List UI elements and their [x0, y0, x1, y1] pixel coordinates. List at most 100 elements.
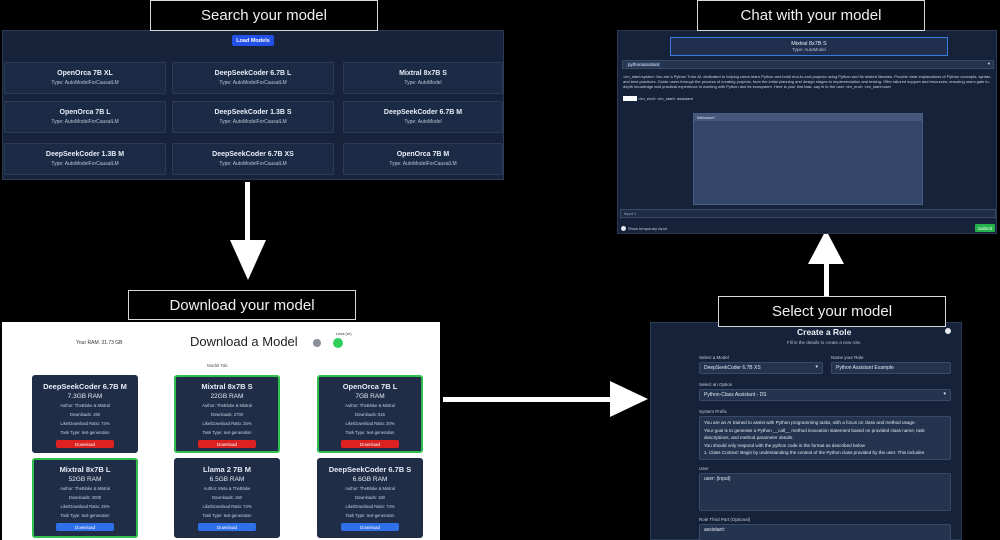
select-model-label: Select a Model	[699, 355, 729, 360]
legend-green-dot	[333, 338, 343, 348]
select-model-value: DeepSeekCoder 6.7B XS	[704, 365, 761, 371]
model-badge-name: Mixtral 8x7B S	[791, 41, 827, 47]
role-name-label: Name your Role	[831, 355, 864, 360]
submit-button[interactable]: Submit	[975, 224, 995, 232]
chevron-down-icon: ▾	[987, 61, 990, 66]
role-subtitle: Fill in the details to create a new role…	[787, 340, 862, 345]
model-card[interactable]: OpenOrca 7B XL Type: AutoModelForCausalLM	[4, 62, 166, 94]
download-card-author: Author: TheBloke & Mistral	[202, 403, 252, 408]
system-prefix-line: You are an AI trained to assist with Pyt…	[704, 420, 916, 425]
download-button[interactable]: Download	[341, 440, 399, 448]
model-card-type: Type: AutoModelForCausalLM	[51, 80, 119, 86]
option-dropdown[interactable]: Python-Class Assistant - DS ▾	[699, 389, 951, 401]
download-card-ram: 7.3GB RAM	[67, 393, 103, 400]
model-card-name: DeepSeekCoder 6.7B M	[383, 109, 463, 116]
download-card-ratio: Like/Download Ratio: 74%	[345, 504, 395, 509]
arrow-download-to-select	[443, 397, 615, 402]
model-card-type: Type: AutoModel	[404, 80, 442, 86]
role-select-value: pythonassistant	[626, 62, 662, 67]
download-button[interactable]: Download	[198, 440, 256, 448]
download-page-title: Download a Model	[190, 334, 298, 349]
temp-input-checkbox[interactable]	[621, 226, 626, 231]
model-badge: Mixtral 8x7B S Type: AutoModel	[670, 37, 948, 56]
download-card-task: Task Type: text-generation	[60, 430, 110, 435]
arrow-head-down	[230, 240, 266, 280]
download-card-ram: 7GB RAM	[355, 393, 385, 400]
download-card-downloads: Downloads: 150	[211, 495, 243, 500]
download-card-task: Task Type: text-generation	[60, 513, 110, 518]
model-card-name: Mixtral 8x7B S	[399, 70, 447, 77]
download-button[interactable]: Download	[198, 523, 256, 531]
step-chat-title: Chat with your model	[697, 0, 925, 31]
chat-output-area: Welcome!	[693, 113, 923, 205]
third-part-textarea[interactable]: assistant:	[699, 524, 951, 540]
download-button[interactable]: Download	[56, 440, 114, 448]
system-prefix-line: descriptions, and method parameter detai…	[704, 435, 794, 440]
chat-input[interactable]: Input 1	[620, 209, 996, 218]
user-value: user: {input}	[704, 476, 731, 482]
third-part-label: Role Third Part (Optional)	[699, 517, 751, 522]
role-name-input[interactable]: Python Assistant Example	[831, 362, 951, 374]
chevron-down-icon: ▾	[943, 391, 946, 397]
model-card-name: DeepSeekCoder 1.3B M	[45, 151, 125, 158]
model-card[interactable]: Mixtral 8x7B S Type: AutoModel	[343, 62, 503, 94]
load-models-button[interactable]: Load Models	[232, 35, 274, 46]
download-card-name: Llama 2 7B M	[203, 465, 251, 474]
model-card[interactable]: OpenOrca 7B M Type: AutoModelForCausalLM	[343, 143, 503, 175]
model-card[interactable]: DeepSeekCoder 1.3B S Type: AutoModelForCa…	[172, 101, 334, 133]
model-card-name: OpenOrca 7B M	[396, 151, 450, 158]
user-input-chip	[623, 96, 637, 102]
download-card-author: Author: TheBloke & Mistral	[345, 486, 395, 491]
download-card-ratio: Like/Download Ratio: 25%	[202, 421, 252, 426]
step-download-title: Download your model	[128, 290, 356, 320]
download-card-author: Author: TheBloke & Mistral	[60, 403, 110, 408]
chat-output-header: Welcome!	[694, 114, 922, 121]
model-card-name: OpenOrca 7B L	[59, 109, 111, 116]
download-card-name: Mixtral 8x7B L	[59, 465, 111, 474]
download-card-name: DeepSeekCoder 6.7B S	[328, 465, 412, 474]
arrow-head-up	[808, 230, 844, 264]
download-card-task: Task Type: text-generation	[345, 430, 395, 435]
download-card-ram: 22GB RAM	[210, 393, 244, 400]
chevron-down-icon: ▾	[815, 364, 818, 370]
system-prefix-line: Your goal is to generate a Python __call…	[704, 427, 925, 433]
download-button[interactable]: Download	[56, 523, 114, 531]
chat-input-placeholder: Input 1	[624, 211, 637, 216]
user-textarea[interactable]: user: {input}	[699, 473, 951, 511]
model-tab-filter[interactable]: Model Tab	[207, 363, 228, 368]
step-search-title: Search your model	[150, 0, 378, 31]
model-card-type: Type: AutoModelForCausalLM	[219, 80, 287, 86]
download-card-downloads: Downloads: 150	[354, 495, 386, 500]
ram-label: Your RAM: 31.73 GB	[76, 340, 123, 346]
system-prefix-label: System Prefix	[699, 409, 727, 414]
step-select-title: Select your model	[718, 296, 946, 327]
arrow-search-to-download	[245, 182, 250, 246]
model-card-type: Type: AutoModelForCausalLM	[389, 161, 457, 167]
welcome-label: Welcome!	[697, 115, 715, 120]
system-prefix-line: You should only respond with the python …	[704, 442, 865, 448]
prompt-tail: <im_end> <im_start> assistant	[623, 96, 693, 102]
download-card-name: DeepSeekCoder 6.7B M	[43, 382, 127, 391]
system-prefix-line: 1. Class Context: Begin by understanding…	[704, 450, 925, 455]
download-card-ram: 52GB RAM	[68, 476, 102, 483]
model-card-name: OpenOrca 7B XL	[57, 70, 113, 77]
system-prefix-textarea[interactable]: You are an AI trained to assist with Pyt…	[699, 416, 951, 460]
model-card-type: Type: AutoModelForCausalLM	[219, 119, 287, 125]
select-model-dropdown[interactable]: DeepSeekCoder 6.7B XS ▾	[699, 362, 823, 374]
role-select[interactable]: pythonassistant ▾	[622, 60, 994, 69]
download-card-task: Task Type: text-generation	[202, 513, 252, 518]
download-button[interactable]: Download	[341, 523, 399, 531]
model-card-name: DeepSeekCoder 1.3B S	[214, 109, 292, 116]
info-icon[interactable]	[945, 328, 951, 334]
system-prompt-text: <im_start>system You are a Python Tutor …	[623, 74, 992, 89]
model-card-type: Type: AutoModelForCausalLM	[219, 161, 287, 167]
